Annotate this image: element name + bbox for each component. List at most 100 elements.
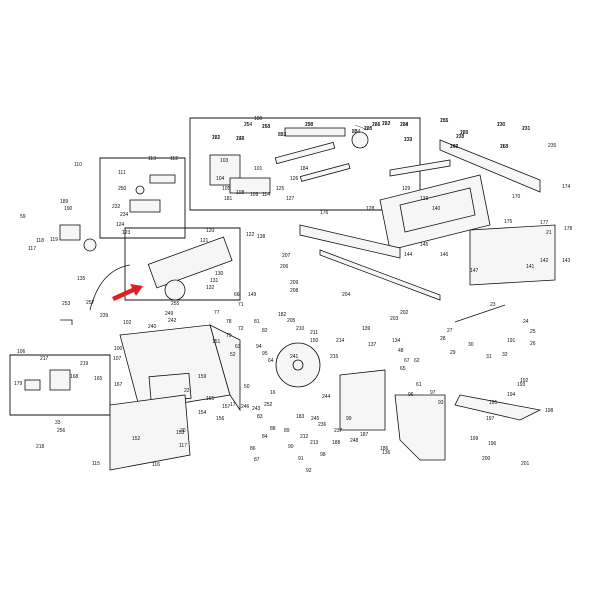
callout-label: 160 xyxy=(364,126,373,132)
callout-label: 26 xyxy=(530,341,536,347)
callout-label: 136 xyxy=(382,450,391,456)
blade-guard xyxy=(339,304,542,461)
callout-label: 157 xyxy=(222,404,231,410)
callout-label: 24 xyxy=(523,319,529,325)
callout-label: 131 xyxy=(210,278,219,284)
callout-label: 163 xyxy=(262,124,271,130)
callout-label: 129 xyxy=(402,186,411,192)
callout-label: 59 xyxy=(20,214,26,220)
callout-label: 154 xyxy=(198,410,207,416)
callout-label: 109 xyxy=(250,192,259,198)
callout-label: 71 xyxy=(238,302,244,308)
callout-label: 180 xyxy=(254,116,263,122)
motor-subassembly xyxy=(124,227,241,301)
callout-label: 77 xyxy=(214,310,220,316)
callout-label: 159 xyxy=(198,374,207,380)
riving-knife-subassembly xyxy=(99,157,186,239)
callout-label: 75 xyxy=(244,122,250,128)
callout-label: 133 xyxy=(420,196,429,202)
callout-label: 199 xyxy=(470,436,479,442)
callout-label: 153 xyxy=(176,430,185,436)
callout-label: 20 xyxy=(180,428,186,434)
callout-label: 83 xyxy=(257,414,263,420)
callout-label: 223 xyxy=(278,132,287,138)
callout-label: 152 xyxy=(132,436,141,442)
callout-label: 72 xyxy=(238,326,244,332)
callout-label: 94 xyxy=(256,344,262,350)
callout-label: 151 xyxy=(212,339,221,345)
callout-label: 115 xyxy=(92,461,100,467)
callout-label: 192 xyxy=(520,378,529,384)
callout-label: 78 xyxy=(226,319,232,325)
callout-label: 120 xyxy=(206,228,215,234)
callout-label: 112 xyxy=(170,156,178,162)
callout-label: 197 xyxy=(486,416,495,422)
callout-label: 111 xyxy=(118,170,126,176)
callout-label: 82 xyxy=(262,328,268,334)
callout-label: 118 xyxy=(36,238,44,244)
callout-label: 156 xyxy=(216,416,225,422)
callout-label: 29 xyxy=(450,350,456,356)
callout-label: 117 xyxy=(28,246,36,252)
callout-label: 176 xyxy=(320,210,329,216)
callout-label: 17 xyxy=(230,402,236,408)
callout-label: 66 xyxy=(234,292,240,298)
callout-label: 234 xyxy=(120,212,129,218)
callout-label: 96 xyxy=(408,392,414,398)
callout-label: 121 xyxy=(200,238,209,244)
callout-label: 150 xyxy=(310,338,319,344)
callout-label: 50 xyxy=(244,384,250,390)
callout-label: 99 xyxy=(346,416,352,422)
callout-label: 87 xyxy=(254,457,260,463)
callout-label: 245 xyxy=(311,416,320,422)
callout-label: 169 xyxy=(460,130,469,136)
callout-label: 181 xyxy=(224,196,233,202)
callout-label: 205 xyxy=(287,318,296,324)
callout-label: 173 xyxy=(456,134,465,140)
callout-label: 170 xyxy=(512,194,521,200)
callout-label: 179 xyxy=(14,381,23,387)
callout-label: 225 xyxy=(364,126,373,132)
callout-label: 226 xyxy=(372,122,381,128)
callout-label: 148 xyxy=(236,136,245,142)
callout-label: 165 xyxy=(94,376,103,382)
callout-label: 194 xyxy=(507,392,516,398)
callout-label: 97 xyxy=(430,390,436,396)
callout-label: 130 xyxy=(215,271,224,277)
callout-label: 240 xyxy=(148,324,157,330)
callout-label: 190 xyxy=(64,206,73,212)
callout-label: 193 xyxy=(517,382,526,388)
callout-label: 186 xyxy=(380,446,389,452)
callout-label: 185 xyxy=(440,118,449,124)
callout-label: 138 xyxy=(257,234,266,240)
callout-label: 67 xyxy=(404,358,410,364)
callout-label: 204 xyxy=(342,292,351,298)
callout-label: 189 xyxy=(60,199,69,205)
callout-label: 171 xyxy=(522,126,531,132)
callout-label: 89 xyxy=(284,428,290,434)
callout-label: 33 xyxy=(55,420,61,426)
callout-label: 230 xyxy=(497,122,506,128)
callout-label: 256 xyxy=(57,428,66,434)
callout-label: 92 xyxy=(306,468,312,474)
callout-label: 91 xyxy=(298,456,304,462)
callout-label: 249 xyxy=(165,311,174,317)
callout-label: 247 xyxy=(450,144,459,150)
callout-label: 182 xyxy=(278,312,287,318)
callout-label: 79 xyxy=(226,333,232,339)
callout-label: 117 xyxy=(179,443,187,449)
callout-label: 232 xyxy=(112,204,121,210)
callout-label: 250 xyxy=(118,186,127,192)
callout-label: 85 xyxy=(352,129,358,135)
callout-label: 237 xyxy=(334,428,343,434)
callout-label: 170 xyxy=(497,122,506,128)
callout-label: 254 xyxy=(244,122,253,128)
callout-label: 244 xyxy=(322,394,331,400)
callout-label: 166 xyxy=(450,144,459,150)
fence-subassembly xyxy=(189,117,421,211)
callout-label: 178 xyxy=(564,226,573,232)
side-parts xyxy=(59,224,131,325)
callout-label: 25 xyxy=(530,329,536,335)
